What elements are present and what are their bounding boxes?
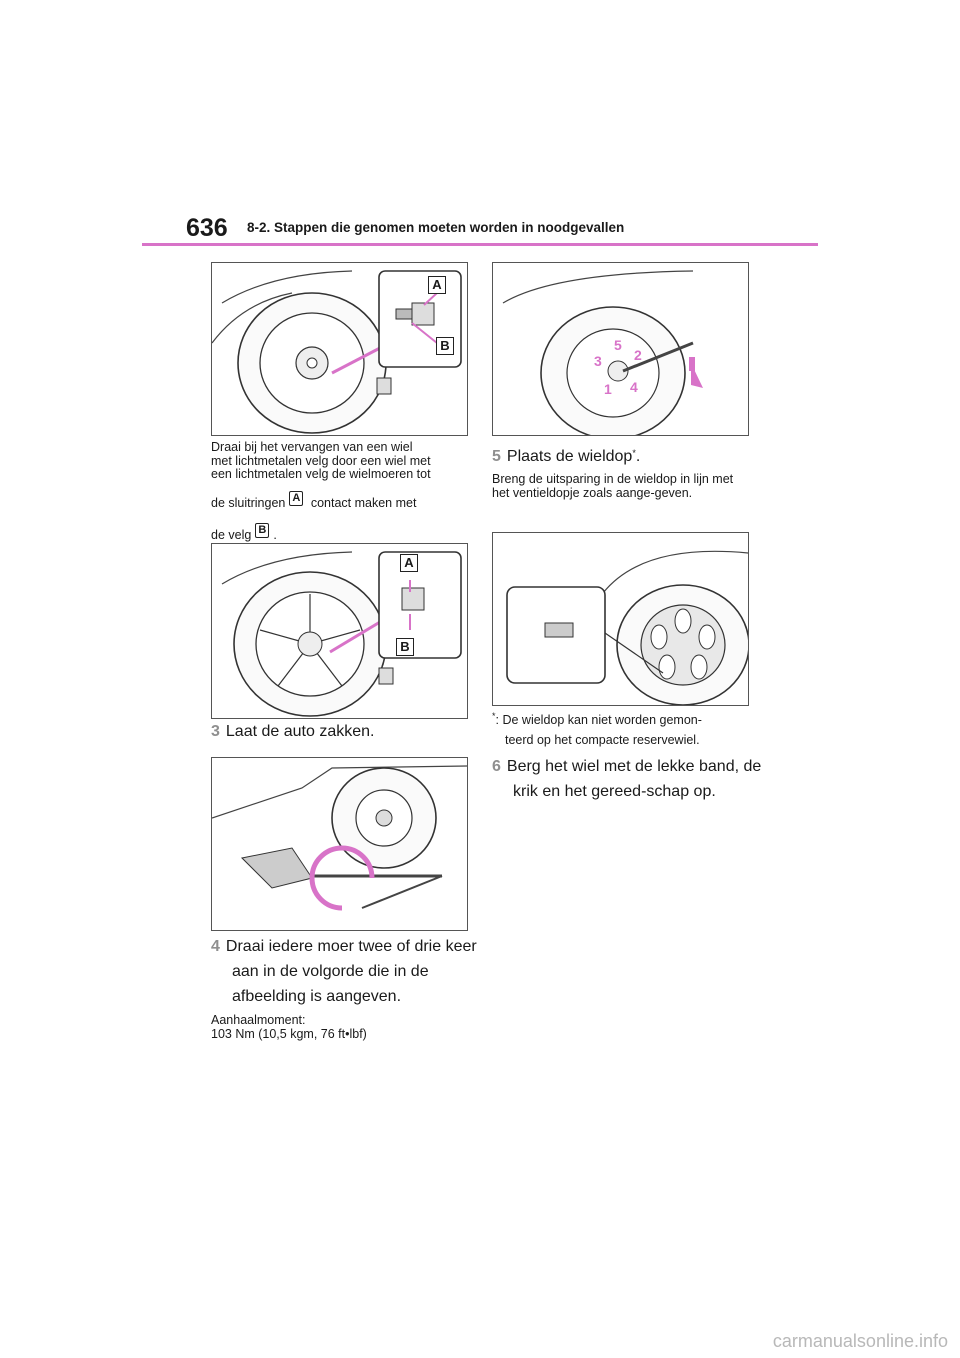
torque-spec: Aanhaalmoment: 103 Nm (10,5 kgm, 76 ft•l… [211,1013,471,1041]
footnote-marker: * [632,448,636,458]
label-b-box: B [255,523,270,538]
step-text: Laat de auto zakken. [225,723,375,740]
note-line: een lichtmetalen velg de wielmoeren tot [211,467,431,481]
callout-b: B [436,337,454,355]
step-3: 3 Laat de auto zakken. [211,719,471,744]
step-number: 3 [211,723,220,740]
figure-alloy-nut-alloy-wheel: A B [211,543,468,719]
step-number: 5 [492,448,501,465]
step-text: Berg het wiel met de lekke band, de krik… [506,758,762,800]
step-number: 4 [211,938,220,955]
section-title: 8-2. Stappen die genomen moeten worden i… [247,220,625,235]
step-number: 6 [492,758,501,775]
step-4: 4 Draai iedere moer twee of drie keer aan… [211,934,492,1009]
order-number: 5 [614,337,622,353]
footnote-line-1: *: De wieldop kan niet worden gemon- [492,711,702,727]
alloy-wheel-illustration [221,551,462,717]
order-number: 2 [634,347,642,363]
order-number: 4 [630,379,638,395]
step-text: Draai iedere moer twee of drie keer aan … [225,938,477,1005]
watermark: carmanualsonline.info [772,1331,948,1351]
figure-tightening-order: 5 2 3 1 4 [492,262,749,436]
torque-value: 103 Nm (10,5 kgm, 76 ft•lbf) [211,1026,367,1041]
hubcap-illustration [506,550,748,705]
label-a-box: A [289,490,304,506]
jack-illustration [212,765,467,911]
header-rule [142,243,818,246]
alloy-wheel-note: Draai bij het vervangen van een wiel met… [211,440,471,543]
order-number: 1 [604,381,612,397]
hubcap-alignment-note: Breng de uitsparing in de wieldop in lij… [492,472,734,500]
figure-lower-vehicle [211,757,468,931]
note-line: Draai bij het vervangen van een wiel [211,440,413,454]
figure-alloy-nut-steel-wheel: A B [211,262,468,436]
tightening-illustration [502,270,703,435]
callout-b: B [396,638,414,656]
note-line: met lichtmetalen velg door een wiel met [211,453,431,468]
wheel-illustration [212,270,462,434]
order-number: 3 [594,353,602,369]
callout-a: A [400,554,418,572]
torque-label: Aanhaalmoment: [211,1013,306,1027]
step-6: 6 Berg het wiel met de lekke band, de kri… [492,754,763,804]
page-number: 636 [186,214,228,242]
footnote-line-2: teerd op het compacte reservewiel. [505,733,700,747]
step-text: Plaats de wieldop [506,448,633,465]
callout-a: A [428,276,446,294]
footnote: *: De wieldop kan niet worden gemon- tee… [492,706,752,750]
figure-install-hubcap [492,532,749,706]
